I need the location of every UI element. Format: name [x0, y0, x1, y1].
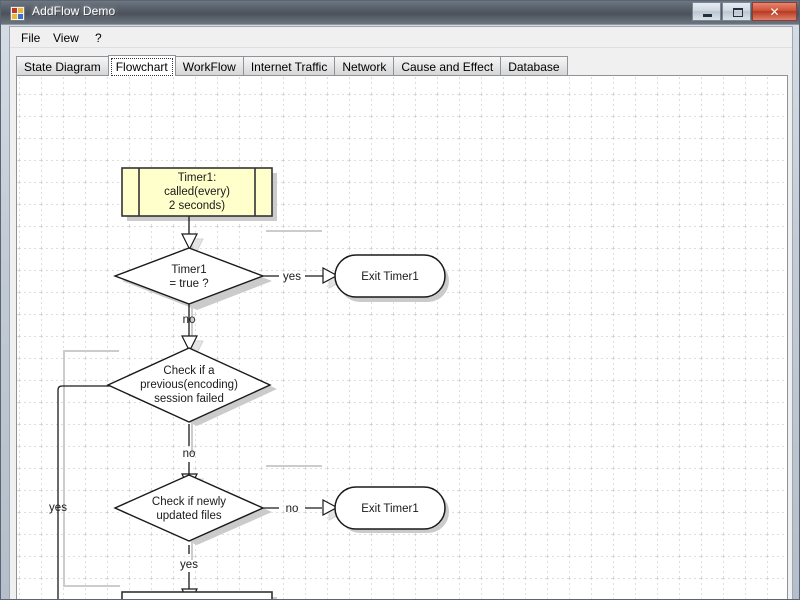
window-buttons: ✕	[691, 2, 797, 22]
title-bar[interactable]: AddFlow Demo ✕	[1, 1, 799, 25]
flowchart-diagram[interactable]: Timer1: called(every) 2 seconds) Timer1 …	[17, 76, 788, 600]
tab-state-diagram[interactable]: State Diagram	[16, 56, 109, 76]
node-encoding-steps[interactable]: Encoding Step1 ... Step5	[121, 591, 273, 600]
edge-label-no-to-files-check: no	[183, 448, 196, 460]
node-line: Exit Timer1	[361, 271, 419, 283]
node-exit-timer-2[interactable]: Exit Timer1	[334, 486, 446, 530]
minimize-button[interactable]	[692, 2, 721, 21]
tab-internet-traffic[interactable]: Internet Traffic	[242, 56, 336, 76]
tab-database[interactable]: Database	[500, 56, 568, 76]
edges	[57, 216, 323, 599]
close-button[interactable]: ✕	[752, 2, 797, 21]
edge-label-yes-exit-1: yes	[283, 271, 301, 283]
edge-label-yes-loopback: yes	[49, 502, 67, 514]
edge-label-no-to-prev-check: no	[183, 314, 196, 326]
maximize-icon	[733, 8, 743, 17]
node-line: Timer1	[171, 264, 206, 276]
node-decision-timer-true[interactable]: Timer1 = true ?	[113, 247, 265, 305]
node-line: previous(encoding)	[140, 379, 238, 391]
menu-bar: File View ?	[10, 27, 792, 48]
tab-label: Internet Traffic	[250, 60, 328, 74]
node-line: called(every)	[164, 186, 230, 198]
node-line: Check if newly	[152, 496, 226, 508]
tab-label: Database	[508, 60, 560, 74]
flowchart-canvas[interactable]: Timer1: called(every) 2 seconds) Timer1 …	[16, 75, 788, 600]
edge-label-yes-to-encoding: yes	[180, 559, 198, 571]
menu-item-view[interactable]: View	[53, 31, 79, 45]
node-line: Timer1:	[178, 172, 217, 184]
node-line: Exit Timer1	[361, 503, 419, 515]
addflow-app-icon	[10, 6, 25, 21]
node-line: Check if a	[163, 365, 215, 377]
tab-flowchart[interactable]: Flowchart	[107, 55, 176, 76]
tab-cause-and-effect[interactable]: Cause and Effect	[393, 56, 502, 76]
node-decision-updated-files[interactable]: Check if newly updated files	[113, 474, 265, 542]
node-timer-process[interactable]: Timer1: called(every) 2 seconds)	[121, 167, 273, 217]
tab-label: State Diagram	[24, 60, 101, 74]
node-line: 2 seconds)	[169, 200, 225, 212]
tab-workflow[interactable]: WorkFlow	[174, 56, 244, 76]
window-title: AddFlow Demo	[32, 4, 116, 18]
node-line: updated files	[156, 510, 221, 522]
tab-label: Cause and Effect	[401, 60, 494, 74]
edge-decision2-yes-loop	[57, 385, 115, 599]
node-exit-timer-1[interactable]: Exit Timer1	[334, 254, 446, 298]
tab-strip: State Diagram Flowchart WorkFlow Interne…	[16, 55, 786, 76]
close-icon: ✕	[769, 5, 780, 19]
tab-label: Network	[342, 60, 387, 74]
node-line: session failed	[154, 393, 224, 405]
node-line: = true ?	[169, 278, 208, 290]
node-decision-previous-session[interactable]: Check if a previous(encoding) session fa…	[106, 347, 272, 423]
menu-item-file[interactable]: File	[21, 31, 41, 45]
edge-label-no-exit-2: no	[286, 503, 299, 515]
tab-label: WorkFlow	[182, 60, 236, 74]
minimize-icon	[703, 14, 712, 17]
client-area: File View ? State Diagram Flowchart Work…	[9, 26, 793, 600]
tab-label: Flowchart	[115, 60, 168, 74]
menu-item-help[interactable]: ?	[95, 31, 102, 45]
tab-network[interactable]: Network	[334, 56, 395, 76]
edge-labels: yes no no yes no yes	[49, 271, 301, 571]
tab-focus-ring	[110, 58, 173, 76]
maximize-button[interactable]	[722, 2, 751, 21]
